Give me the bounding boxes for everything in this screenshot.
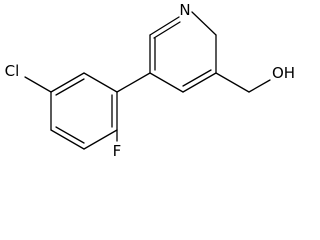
pyridine-ring bbox=[149, 11, 217, 93]
bond bbox=[83, 129, 118, 150]
bond bbox=[215, 72, 250, 93]
fluorochlorophenyl-ring bbox=[50, 72, 118, 150]
chlorine-atom-label: Cl bbox=[5, 62, 20, 80]
chemical-structure-diagram: N OH F Cl bbox=[5, 1, 295, 156]
bond bbox=[191, 11, 217, 36]
bond bbox=[153, 21, 181, 39]
bond bbox=[248, 79, 271, 93]
bond bbox=[182, 69, 212, 87]
bond bbox=[50, 72, 85, 93]
ch2oh-substituent bbox=[215, 72, 271, 93]
c-cl-bond bbox=[24, 76, 52, 93]
bond bbox=[149, 16, 180, 36]
bond bbox=[83, 72, 118, 93]
hydroxyl-group-label: OH bbox=[272, 64, 295, 82]
nitrogen-atom-label: N bbox=[179, 1, 190, 19]
bond bbox=[50, 129, 85, 150]
bond bbox=[55, 126, 85, 144]
biaryl-bond bbox=[116, 72, 151, 93]
bond bbox=[182, 72, 217, 93]
fluorine-atom-label: F bbox=[113, 142, 122, 156]
bond bbox=[149, 72, 184, 93]
bond bbox=[55, 78, 85, 96]
